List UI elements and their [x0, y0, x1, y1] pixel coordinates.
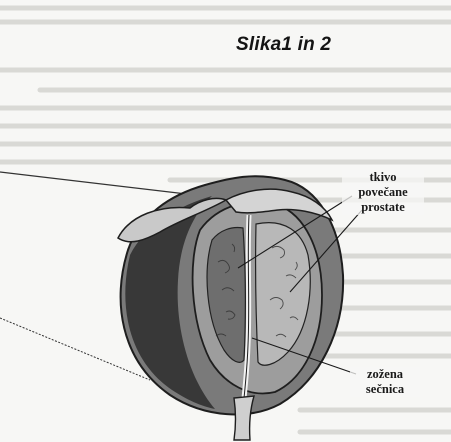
label-enlarged-prostate-tissue: tkivo povečane prostate	[342, 170, 424, 215]
label-narrowed-urethra: zožena sečnica	[350, 367, 420, 397]
label-urethra-line-2: sečnica	[352, 382, 418, 397]
urethra-exit	[234, 396, 254, 440]
label-tissue-line-2: povečane	[344, 185, 422, 200]
label-tissue-line-1: tkivo	[344, 170, 422, 185]
label-tissue-line-3: prostate	[344, 200, 422, 215]
label-urethra-line-1: zožena	[352, 367, 418, 382]
